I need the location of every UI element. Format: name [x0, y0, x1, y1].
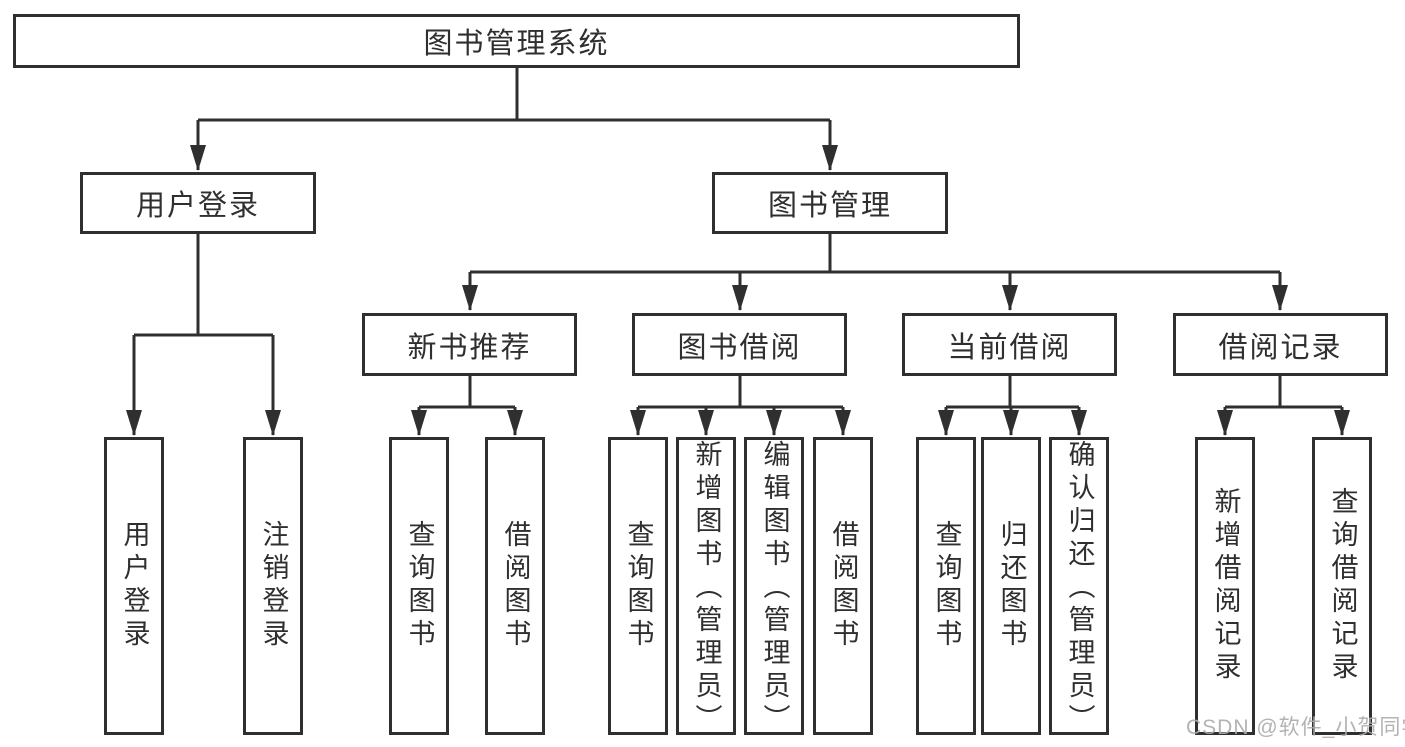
- leaf-recommend-borrow-books: 借阅图书: [485, 437, 545, 735]
- node-borrowing-records: 借阅记录: [1173, 313, 1388, 376]
- node-label: 图书借阅: [677, 331, 802, 364]
- leaf-current-return-books: 归还图书: [981, 437, 1041, 735]
- leaf-logout: 注销登录: [243, 437, 303, 735]
- node-current-borrowing: 当前借阅: [902, 313, 1117, 376]
- node-label: 新增图书（管理员）: [691, 440, 722, 737]
- node-label: 确认归还（管理员）: [1064, 440, 1095, 737]
- node-label: 新增借阅记录: [1210, 487, 1241, 685]
- node-label: 查询图书: [931, 520, 962, 652]
- node-label: 用户登录: [119, 520, 150, 652]
- node-label: 归还图书: [996, 520, 1027, 652]
- connector-lines: [126, 68, 1350, 436]
- leaf-current-confirm-return-admin: 确认归还（管理员）: [1049, 437, 1109, 737]
- node-label: 查询图书: [623, 520, 654, 652]
- node-label: 借阅图书: [500, 520, 531, 652]
- node-label: 注销登录: [258, 520, 289, 652]
- node-user-login: 用户登录: [80, 172, 316, 234]
- node-label: 借阅图书: [828, 520, 859, 652]
- node-label: 编辑图书（管理员）: [759, 440, 790, 737]
- node-new-book-recommendation: 新书推荐: [362, 313, 577, 376]
- node-label: 查询借阅记录: [1327, 487, 1358, 685]
- node-book-borrowing: 图书借阅: [632, 313, 847, 376]
- leaf-borrowing-borrow-books: 借阅图书: [813, 437, 873, 735]
- leaf-current-query-books: 查询图书: [916, 437, 976, 735]
- leaf-borrowing-add-books-admin: 新增图书（管理员）: [676, 437, 736, 737]
- node-label: 查询图书: [404, 520, 435, 652]
- node-label: 借阅记录: [1218, 331, 1343, 364]
- leaf-borrowing-query-books: 查询图书: [608, 437, 668, 735]
- node-library-management-system: 图书管理系统: [13, 14, 1020, 68]
- node-book-management: 图书管理: [712, 172, 948, 234]
- node-label: 图书管理系统: [423, 28, 610, 60]
- leaf-borrowing-edit-books-admin: 编辑图书（管理员）: [744, 437, 804, 737]
- leaf-user-login: 用户登录: [104, 437, 164, 735]
- node-label: 图书管理: [767, 190, 892, 222]
- node-label: 新书推荐: [407, 331, 532, 364]
- leaf-recommend-query-books: 查询图书: [389, 437, 449, 735]
- leaf-records-add-borrow-record: 新增借阅记录: [1195, 437, 1255, 735]
- node-label: 当前借阅: [947, 331, 1072, 364]
- csdn-watermark: CSDN @软件_小贺同学: [1186, 716, 1405, 739]
- node-label: 用户登录: [135, 190, 260, 222]
- leaf-records-query-borrow-record: 查询借阅记录: [1312, 437, 1372, 735]
